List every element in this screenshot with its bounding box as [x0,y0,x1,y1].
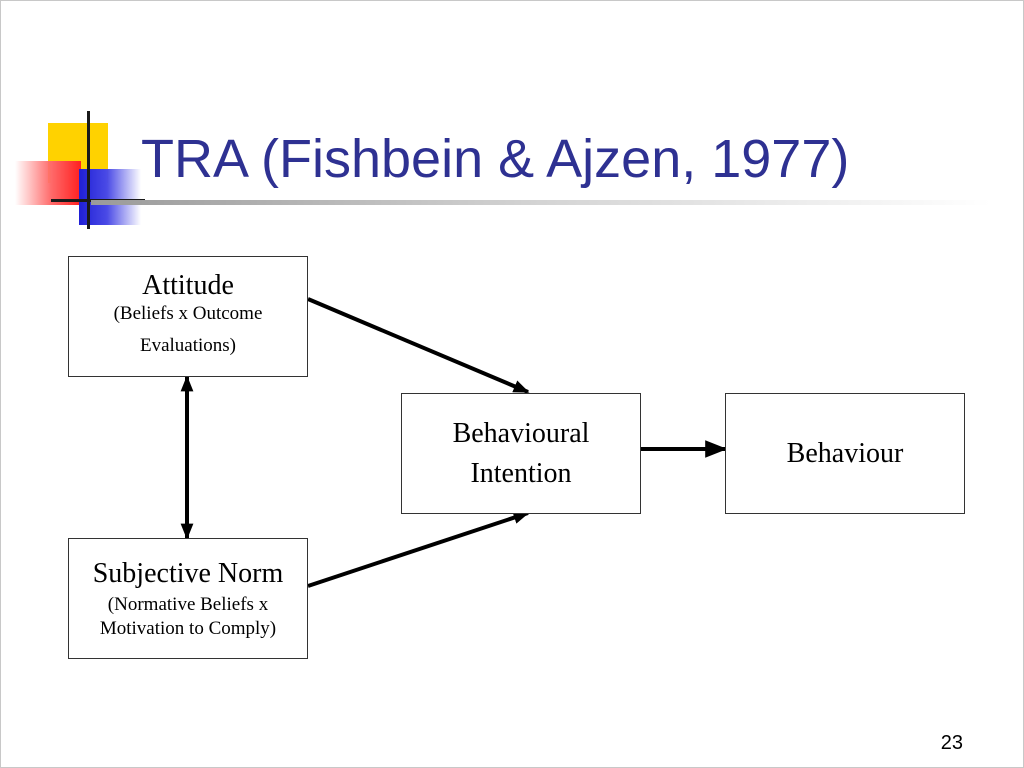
attitude-sub-line1: (Beliefs x Outcome [113,303,263,324]
page-number: 23 [940,732,963,754]
logo-vertical-line [87,111,90,229]
attitude-sub-line2: Evaluations) [139,335,237,356]
node-attitude: Attitude (Beliefs x Outcome Evaluations) [68,256,308,377]
behaviour-label: Behaviour [786,437,904,469]
node-behavioural-intention: Behavioural Intention [401,393,641,514]
node-behaviour: Behaviour [725,393,965,514]
node-subjective-norm: Subjective Norm (Normative Beliefs x Mot… [68,538,308,659]
logo-red-square [15,161,81,205]
slide-title: TRA (Fishbein & Ajzen, 1977) [141,129,850,189]
arrow-attitude-to-intention [307,297,530,394]
attitude-label: Attitude [142,270,234,301]
subjective-norm-label: Subjective Norm [92,558,284,589]
intention-label-line2: Intention [470,458,572,489]
intention-label-line1: Behavioural [452,418,590,449]
subjective-norm-sub-line2: Motivation to Comply) [99,618,277,639]
title-underline-rule [91,200,991,205]
arrow-subjective-norm-to-intention [307,511,530,588]
subjective-norm-sub-line1: (Normative Beliefs x [107,594,269,615]
